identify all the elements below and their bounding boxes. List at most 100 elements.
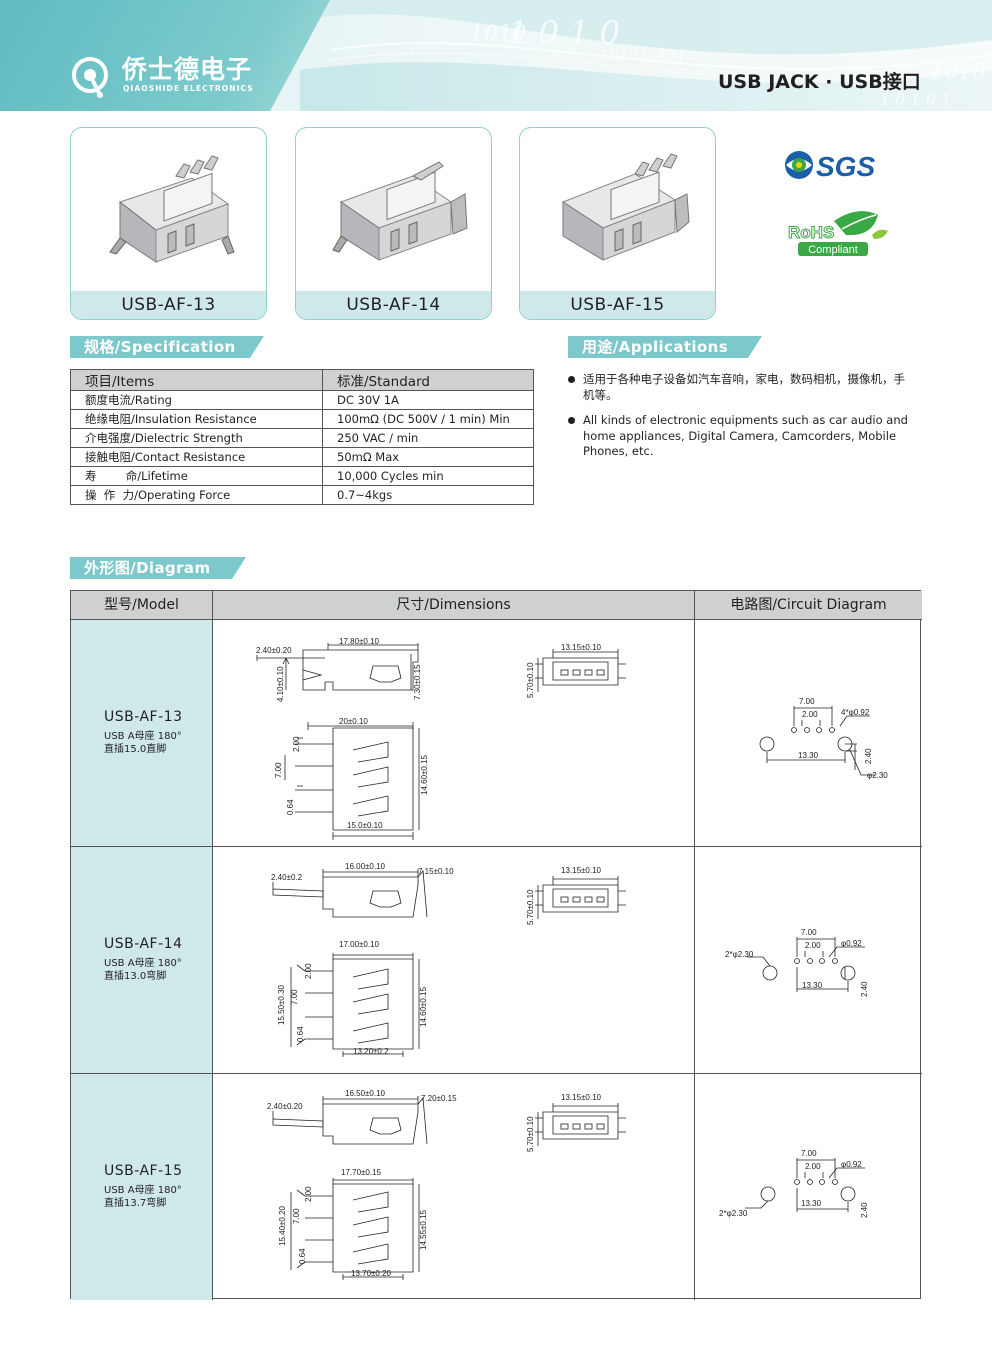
dimension-drawing-icon: 16.50±0.10 2.40±0.20 7.20±0.15 13.15±0.1… [267,1089,626,1280]
dimension-label: 0.64 [296,1026,305,1042]
dimension-label: 0.64 [298,1248,307,1264]
diagram-table: 型号/Model 尺寸/Dimensions 电路图/Circuit Diagr… [70,590,922,1300]
dimension-label: 7.30±0.15 [413,664,422,700]
circuit-diagram-icon: 7.00 2.00 φ0.92 2*φ2.30 13.30 2.40 [719,1149,869,1218]
product-card-usb-af-15: USB-AF-15 [519,127,716,320]
dimension-label: 7.00 [274,762,283,778]
circuit-label: 7.00 [799,697,815,706]
diagram-header-dimensions: 尺寸/Dimensions [213,591,695,620]
product-name: USB-AF-15 [520,291,715,319]
dimension-label: 13.20±0.2 [353,1047,389,1056]
dimensions-cell: 16.00±0.10 2.40±0.2 7.15±0.10 13.15±0.10… [213,847,695,1074]
company-name-cn: 侨士德电子 [122,55,253,84]
bullet-icon [568,417,575,424]
dimension-label: 13.15±0.10 [561,1093,602,1102]
circuit-label: 13.30 [802,981,823,990]
dimension-label: 2.40±0.2 [271,873,303,882]
dimension-drawing-icon: 17.80±0.10 2.40±0.20 4.10±0.10 7.30±0.15… [256,637,626,840]
binary-decoration: 1010 [470,22,526,47]
diagram-header-model: 型号/Model [71,591,213,620]
dimension-label: 13.15±0.10 [561,866,602,875]
circuit-label: 2*φ2.30 [725,950,754,959]
circuit-label: φ0.92 [841,939,862,948]
circuit-label: 2*φ2.30 [719,1209,748,1218]
usb-af-14-photo-icon [332,161,468,261]
dimension-label: 5.70±0.10 [526,1116,535,1152]
dimension-label: 15.0±0.10 [347,821,383,830]
dimensions-cell: 17.80±0.10 2.40±0.20 4.10±0.10 7.30±0.15… [213,620,695,847]
binary-decoration: 1010 [930,60,986,85]
circuit-label: 2.00 [805,1162,821,1171]
spec-value: 0.7~4kgs [322,485,534,505]
model-cell: USB-AF-13 USB A母座 180° 直插15.0直脚 [71,620,213,847]
dimension-drawing-icon: 16.00±0.10 2.40±0.2 7.15±0.10 13.15±0.10… [271,862,626,1057]
diagram-header-circuit: 电路图/Circuit Diagram [695,591,922,620]
dimension-label: 17.80±0.10 [339,637,380,646]
dimensions-cell: 16.50±0.10 2.40±0.20 7.20±0.15 13.15±0.1… [213,1074,695,1300]
dimension-label: 14.60±0.15 [419,986,428,1027]
model-cell: USB-AF-15 USB A母座 180° 直插13.7弯脚 [71,1074,213,1300]
company-name-en: QIAOSHIDE ELECTRONICS [123,84,254,93]
circuit-label: 4*φ0.92 [841,708,870,717]
dimension-label: 7.15±0.10 [418,867,454,876]
spec-value: 10,000 Cycles min [322,466,534,486]
model-desc: 直插13.0弯脚 [104,971,167,982]
spec-header-row: 项目/Items 标准/Standard [70,369,534,391]
dimension-label: 15.40±0.20 [278,1205,287,1246]
model-desc: 直插13.7弯脚 [104,1198,167,1209]
dimension-label: 5.70±0.10 [526,662,535,698]
dimension-label: 0.64 [286,799,295,815]
sgs-text: SGS [816,151,875,181]
application-item: 适用于各种电子设备如汽车音响，家电，数码相机，摄像机，手机等。 [568,372,908,403]
dimension-label: 7.20±0.15 [421,1094,457,1103]
model-name: USB-AF-15 [104,1163,183,1179]
model-name: USB-AF-14 [104,936,183,952]
circuit-label: 2.40 [864,748,873,764]
circuit-label: 13.30 [801,1199,822,1208]
circuit-cell: 7.00 2.00 φ0.92 2*φ2.30 13.30 2.40 [695,1074,922,1300]
application-text-en: All kinds of electronic equipments such … [583,413,908,458]
model-name: USB-AF-13 [104,709,183,725]
sgs-logo-icon: SGS [785,151,875,181]
dimension-label: 2.00 [304,1186,313,1202]
rohs-text: RoHS [788,223,834,242]
binary-decoration: 1 0 1 0 [508,14,620,52]
dimension-label: 20±0.10 [339,717,368,726]
diagram-section-title: 外形图/Diagram [70,557,246,579]
circuit-label: 2.40 [860,981,869,997]
dimension-label: 14.60±0.15 [420,754,429,795]
usb-af-13-photo-icon [109,155,235,263]
circuit-label: 2.00 [805,941,821,950]
logo-band [0,0,330,111]
bullet-icon [568,376,575,383]
spec-value: 50mΩ Max [322,447,534,467]
spec-item: 接触电阻/Contact Resistance [70,447,323,467]
circuit-cell: 7.00 2.00 φ0.92 2*φ2.30 13.30 2.40 [695,847,922,1074]
application-item: All kinds of electronic equipments such … [568,413,908,460]
dimension-label: 13.70±0.20 [351,1269,392,1278]
dimension-label: 2.00 [292,736,301,752]
circuit-diagram-icon: 7.00 2.00 4*φ0.92 13.30 2.40 φ2.30 [759,697,888,780]
circuit-label: φ0.92 [841,1160,862,1169]
circuit-label: 13.30 [798,751,819,760]
spec-section-title: 规格/Specification [70,336,264,358]
circuit-label: 2.40 [860,1202,869,1218]
applications-section-title: 用途/Applications [568,336,762,358]
model-desc: USB A母座 180° [104,1185,182,1196]
spec-value: 250 VAC / min [322,428,534,448]
rohs-logo-icon: RoHS Compliant [788,211,888,256]
circuit-label: 2.00 [802,710,818,719]
circuit-label: 7.00 [801,1149,817,1158]
product-card-usb-af-14: USB-AF-14 [295,127,492,320]
dimension-label: 16.50±0.10 [345,1089,386,1098]
dimension-label: 4.10±0.10 [276,666,285,702]
spec-value: DC 30V 1A [322,390,534,410]
dimension-label: 13.15±0.10 [561,643,602,652]
dimension-label: 5.70±0.10 [526,889,535,925]
